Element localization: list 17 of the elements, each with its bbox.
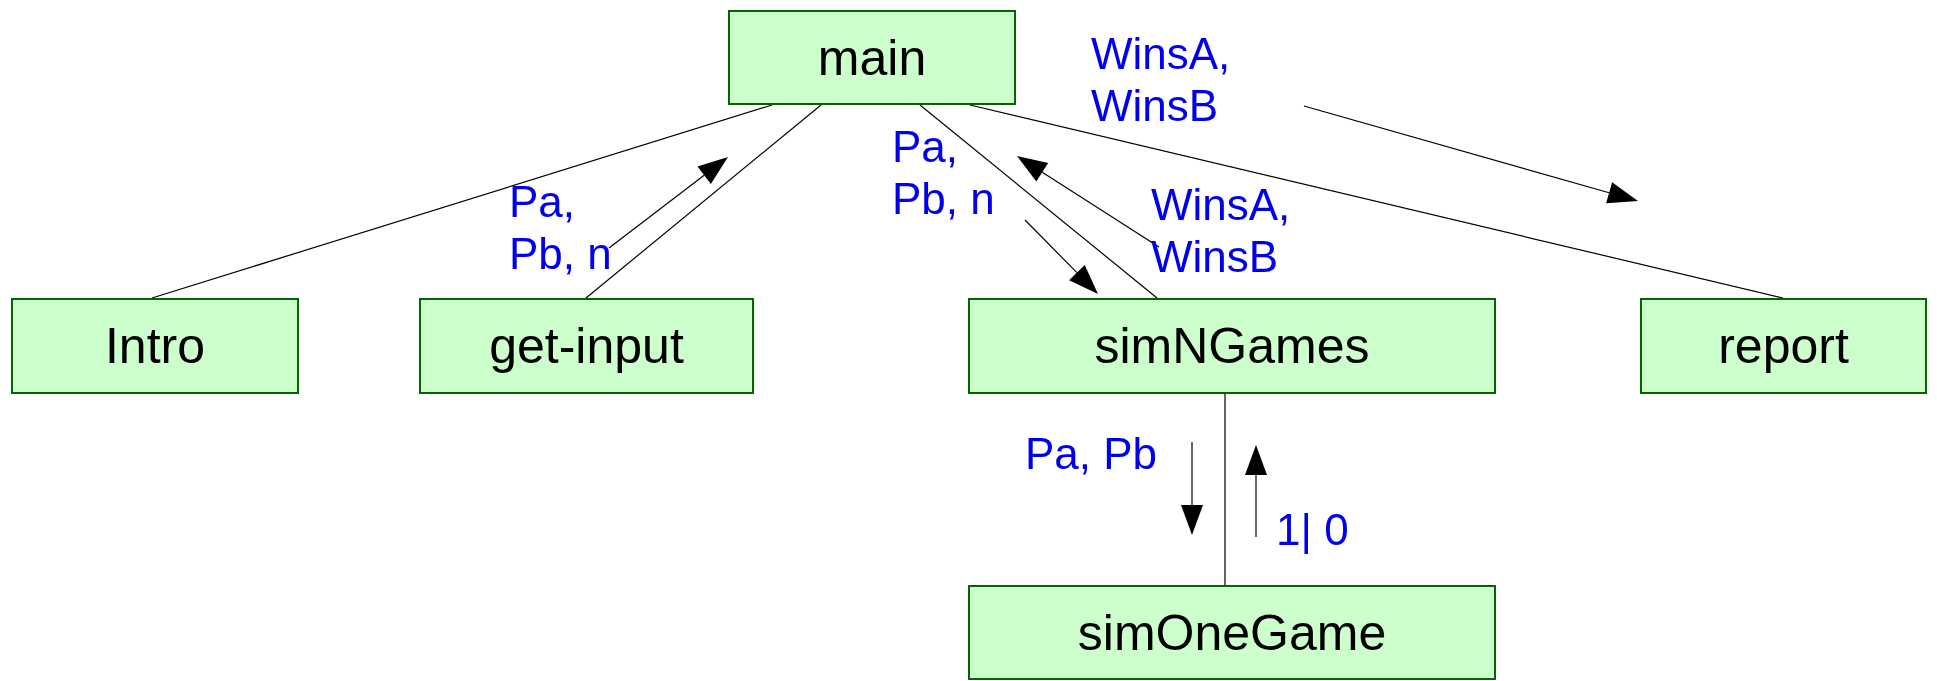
data-flow-label: 1| 0 [1276, 504, 1349, 556]
connector-line [969, 104, 1784, 299]
data-flow-label: Pa, Pb [1025, 428, 1158, 480]
connector-line [919, 104, 1158, 299]
data-flow-label: WinsA, WinsB [1091, 28, 1232, 132]
module-box: get-input [419, 298, 754, 394]
connector-line [1224, 393, 1226, 586]
module-box: report [1640, 298, 1927, 394]
data-flow-label: Pa, Pb, n [509, 176, 613, 280]
connector-line [585, 104, 822, 299]
module-box: simOneGame [968, 585, 1496, 680]
data-flow-label: Pa, Pb, n [892, 121, 996, 225]
module-box: simNGames [968, 298, 1496, 394]
module-box: main [728, 10, 1016, 105]
connector-line [151, 104, 773, 299]
data-flow-label: WinsA, WinsB [1151, 179, 1292, 283]
module-box: Intro [11, 298, 299, 394]
